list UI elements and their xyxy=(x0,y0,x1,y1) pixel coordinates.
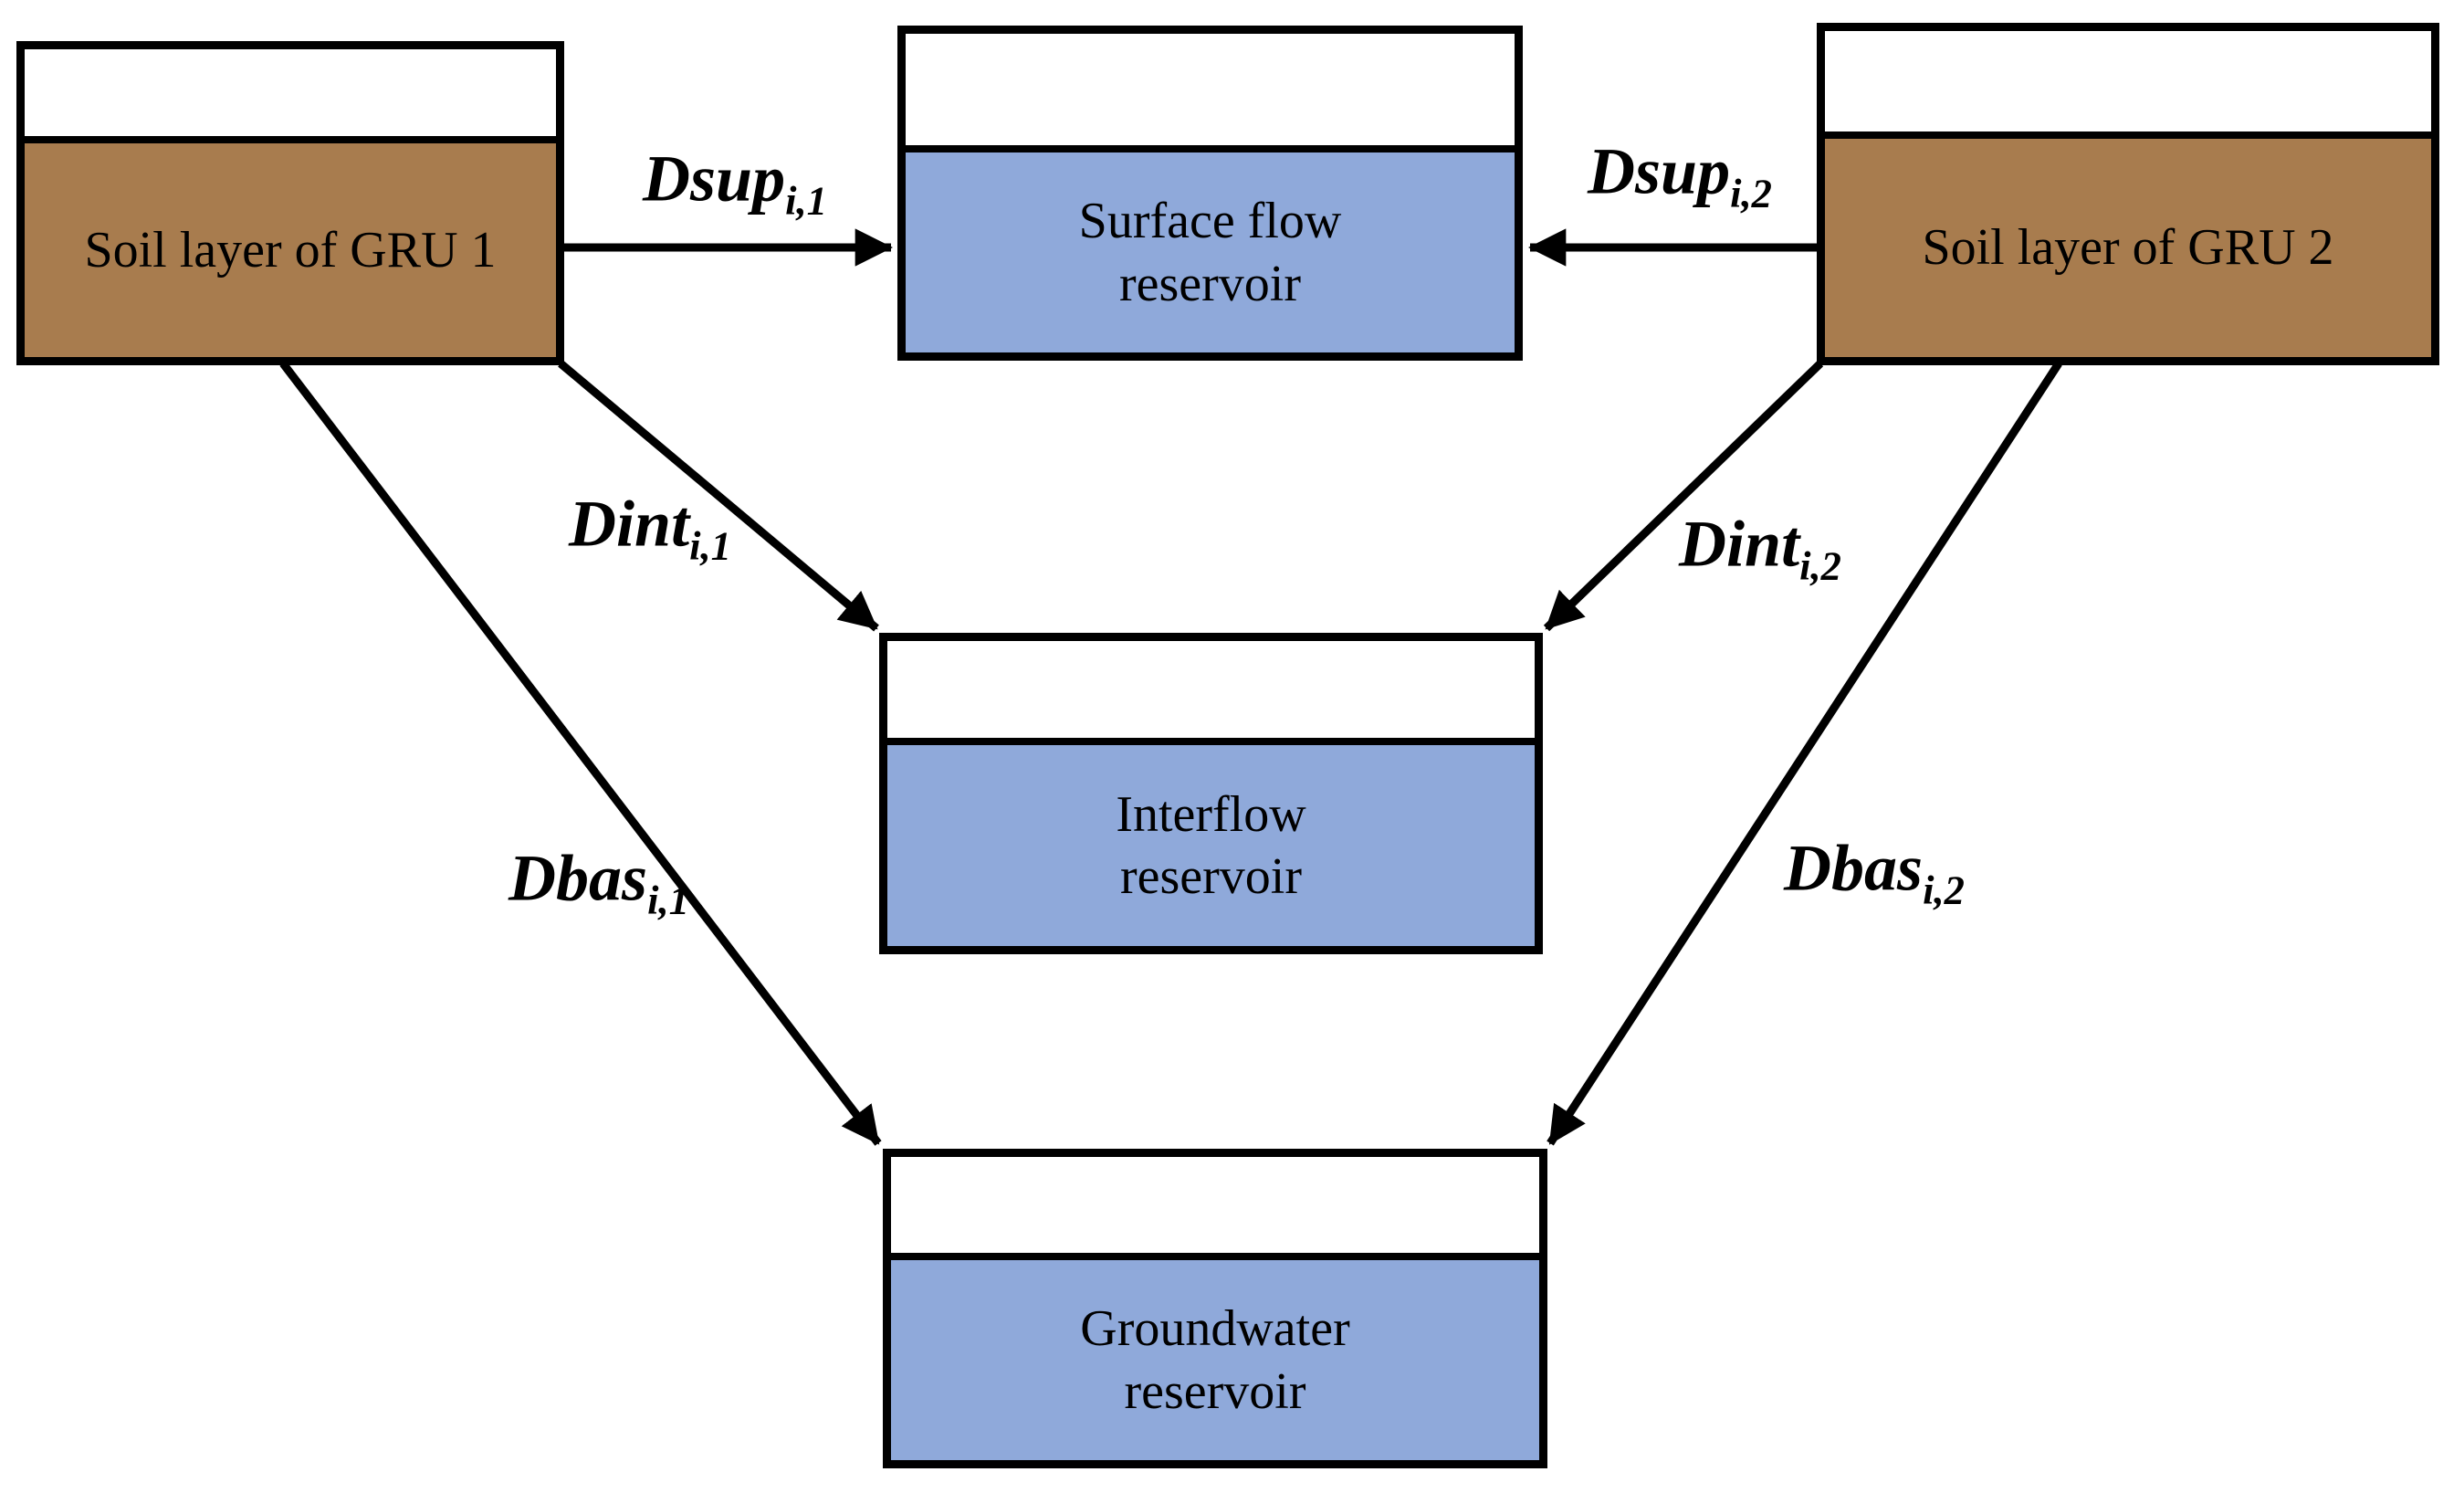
node-soil-layer-gru1: Soil layer of GRU 1 xyxy=(16,41,564,365)
flow-label-base: Dsup xyxy=(1588,134,1731,208)
tank-soil-fill: Soil layer of GRU 1 xyxy=(25,136,556,357)
flow-label-dbas-1: Dbasi,1 xyxy=(509,840,689,923)
flow-label-subscript: i,1 xyxy=(785,177,827,224)
node-label: Soil layer of GRU 1 xyxy=(84,221,497,279)
flow-label-subscript: i,1 xyxy=(647,877,689,923)
flow-label-subscript: i,1 xyxy=(689,522,731,569)
tank-empty-band xyxy=(891,1157,1539,1253)
flow-label-base: Dint xyxy=(569,487,690,561)
node-label-line1: Surface flow xyxy=(1078,193,1342,250)
flow-label-base: Dint xyxy=(1679,507,1800,581)
node-label-line2: reservoir xyxy=(1124,1362,1306,1420)
tank-empty-band xyxy=(906,34,1515,145)
node-label-line2: reservoir xyxy=(1119,848,1302,905)
flow-label-base: Dbas xyxy=(509,841,648,915)
node-label-line1: Groundwater xyxy=(1080,1300,1350,1358)
tank-empty-band xyxy=(25,49,556,136)
tank-empty-band xyxy=(887,641,1535,738)
flow-label-subscript: i,2 xyxy=(1799,542,1841,589)
node-surface-flow-reservoir: Surface flow reservoir xyxy=(897,26,1523,361)
flow-label-dint-2: Dinti,2 xyxy=(1679,506,1841,589)
node-label-line2: reservoir xyxy=(1118,255,1301,312)
flow-label-base: Dsup xyxy=(643,142,786,216)
arrow-dbas-1 xyxy=(279,361,882,1146)
flow-label-dsup-1: Dsupi,1 xyxy=(643,141,827,224)
flow-label-dint-1: Dinti,1 xyxy=(569,486,731,569)
flow-label-subscript: i,2 xyxy=(1730,170,1772,216)
node-label-line1: Interflow xyxy=(1116,785,1306,843)
flow-label-dsup-2: Dsupi,2 xyxy=(1588,133,1772,216)
node-label: Soil layer of GRU 2 xyxy=(1922,219,2334,277)
tank-water-fill: Groundwater reservoir xyxy=(891,1253,1539,1460)
tank-empty-band xyxy=(1825,31,2431,131)
node-groundwater-reservoir: Groundwater reservoir xyxy=(883,1149,1547,1468)
flow-label-subscript: i,2 xyxy=(1923,867,1965,913)
node-soil-layer-gru2: Soil layer of GRU 2 xyxy=(1817,23,2439,365)
node-interflow-reservoir: Interflow reservoir xyxy=(879,633,1543,954)
flow-label-base: Dbas xyxy=(1784,831,1924,905)
tank-soil-fill: Soil layer of GRU 2 xyxy=(1825,131,2431,357)
arrow-dbas-2 xyxy=(1547,361,2062,1146)
tank-water-fill: Surface flow reservoir xyxy=(906,145,1515,352)
flow-label-dbas-2: Dbasi,2 xyxy=(1784,830,1965,913)
tank-water-fill: Interflow reservoir xyxy=(887,738,1535,946)
